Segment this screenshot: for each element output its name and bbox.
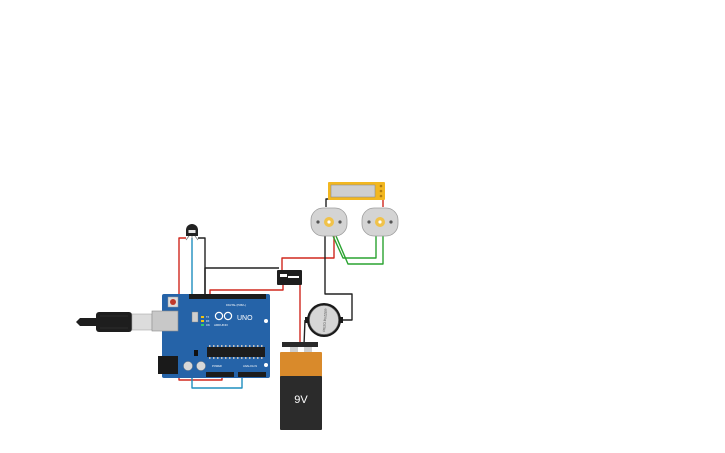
wire-green-motor-1[interactable] [332, 235, 377, 259]
wire-black-relay-control[interactable] [204, 267, 279, 296]
wire-black-buzzer[interactable] [324, 232, 353, 321]
relay-module[interactable] [277, 270, 302, 285]
usb-cable[interactable] [76, 312, 153, 332]
capacitor-icon [196, 361, 206, 371]
led-tx-label: TX [206, 316, 209, 319]
buzzer-label: PIEZO BUZZER [322, 308, 328, 332]
battery-label: 9V [294, 394, 308, 406]
battery-9v[interactable]: 9V [280, 342, 322, 430]
wire-black-buzzer-battery[interactable] [303, 319, 306, 346]
dc-motor-1[interactable] [310, 207, 348, 237]
board-model-label: UNO [237, 315, 253, 322]
piezo-buzzer[interactable]: PIEZO BUZZER [305, 303, 343, 337]
lcd-module[interactable] [328, 182, 385, 200]
power-pins-label: POWER [212, 364, 222, 368]
digital-pins-label: DIGITAL (PWM~) [226, 303, 246, 307]
wire-green-motor-2[interactable] [335, 235, 384, 265]
led-on-label: ON [206, 324, 210, 327]
board-brand-label: ARDUINO [214, 323, 229, 327]
arduino-logo-icon [214, 311, 233, 321]
capacitor-icon [183, 361, 193, 371]
led-rx-label: RX [206, 320, 210, 323]
arduino-uno-board[interactable]: UNO ARDUINO DIGITAL (PWM~) POWER ANALOG … [151, 294, 270, 378]
analog-pins-label: ANALOG IN [243, 364, 257, 368]
wire-red-relay-power[interactable] [209, 284, 284, 296]
dc-motor-2[interactable] [361, 207, 399, 237]
wire-red-relay-motor[interactable] [281, 232, 335, 271]
temperature-sensor[interactable] [185, 224, 199, 241]
